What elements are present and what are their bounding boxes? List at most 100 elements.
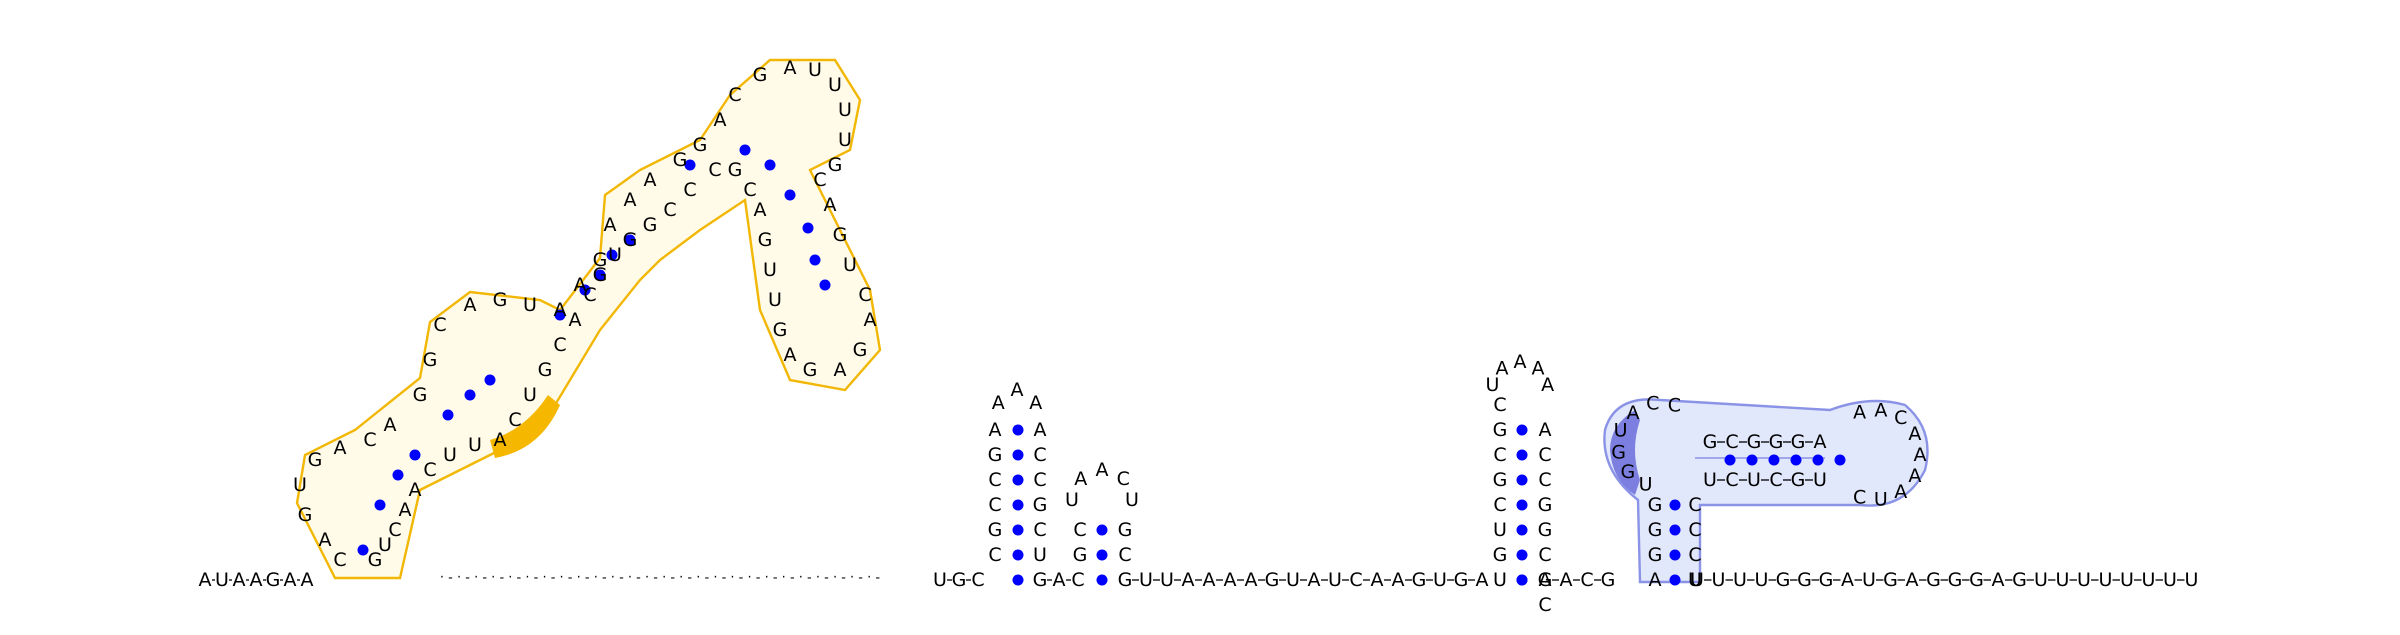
nucleotide-3prime-tail: G — [1926, 569, 1941, 591]
nucleotide-3prime-tail: G — [1819, 569, 1834, 591]
nucleotide-hairpin-4-loop: A — [1853, 402, 1866, 424]
nucleotide-hairpin-2-loop: U — [1125, 489, 1139, 511]
nucleotide-spacer-1: U — [1160, 569, 1174, 591]
nucleotide-hairpin-4-stem: G — [1648, 519, 1663, 541]
nucleotide-domain-1: G — [308, 449, 323, 471]
nucleotide-domain-1: G — [803, 359, 818, 381]
nucleotide-domain-1: A — [319, 529, 332, 551]
nucleotide-domain-1: A — [864, 309, 877, 331]
domain-1-outline — [295, 58, 882, 580]
base-pair-dot — [554, 309, 566, 321]
nucleotide-hairpin-4-inner: U — [1747, 469, 1761, 491]
nucleotide-domain-1: G — [538, 359, 553, 381]
base-pair-dot — [1516, 524, 1528, 536]
nucleotide-hairpin-3-stem: C — [1538, 469, 1551, 491]
nucleotide-hairpin-4-stem: C — [1688, 544, 1701, 566]
nucleotide-domain-1: A — [494, 429, 507, 451]
nucleotide-domain-1: C — [683, 179, 696, 201]
nucleotide-domain-1: U — [763, 259, 777, 281]
nucleotide-3prime-tail: G — [1883, 569, 1898, 591]
nucleotide-hairpin-1-stem: G — [1033, 494, 1048, 516]
nucleotide-hairpin-1-stem: C — [988, 494, 1001, 516]
nucleotide-hairpin-4-stem: C — [1688, 519, 1701, 541]
nucleotide-hairpin-1-stem: C — [1033, 444, 1046, 466]
nucleotide-hairpin-3-stem: G — [1493, 544, 1508, 566]
base-pair-dot — [1516, 549, 1528, 561]
base-pair-dot — [484, 374, 496, 386]
nucleotide-hairpin-2-stem: C — [1073, 519, 1086, 541]
nucleotide-domain-1: U — [443, 444, 457, 466]
nucleotide-3prime-tail: U — [2077, 569, 2091, 591]
nucleotide-hairpin-4-inner: U — [1703, 469, 1717, 491]
nucleotide-hairpin-3-stem: C — [1493, 494, 1506, 516]
base-pair-dot — [1012, 549, 1024, 561]
nucleotide-hairpin-4-loop: A — [1908, 465, 1921, 487]
nucleotide-hairpin-3-loop: U — [1485, 374, 1499, 396]
nucleotide-spacer-1: A — [1308, 569, 1321, 591]
base-pair-dot — [739, 144, 751, 156]
base-pair-dot — [392, 469, 404, 481]
nucleotide-spacer-2: G — [1601, 569, 1616, 591]
nucleotide-3prime-tail: A — [1906, 569, 1919, 591]
nucleotide-hairpin-2-stem: C — [1118, 544, 1131, 566]
nucleotide-hairpin-3-stem: G — [1538, 519, 1553, 541]
nucleotide-hairpin-4-stem: U — [1688, 569, 1702, 591]
nucleotide-domain-1: G — [758, 229, 773, 251]
base-pair-dot — [1516, 499, 1528, 511]
nucleotide-domain-1: C — [423, 459, 436, 481]
base-pair-dot — [1012, 449, 1024, 461]
nucleotide-hairpin-4-stem: A — [1649, 569, 1662, 591]
domain-highlight-layer — [295, 58, 1929, 584]
nucleotide-hairpin-1-stem: C — [988, 469, 1001, 491]
nucleotide-hairpin-3-stem: G — [1493, 419, 1508, 441]
nucleotide-3prime-tail: U — [2056, 569, 2070, 591]
nucleotide-hairpin-3-stem: C — [1493, 444, 1506, 466]
nucleotide-hairpin-3-stem: C — [1493, 394, 1506, 416]
nucleotide-hairpin-1-loop: A — [992, 392, 1005, 414]
nucleotide-hairpin-1-stem: U — [1033, 544, 1047, 566]
nucleotide-domain-1: A — [624, 189, 637, 211]
nucleotide-domain-1: A — [644, 169, 657, 191]
nucleotide-hairpin-3-stem: C — [1538, 544, 1551, 566]
nucleotide-hairpin-4-stem: G — [1648, 544, 1663, 566]
nucleotide-hairpin-4-loop: A — [1908, 423, 1921, 445]
nucleotide-3prime-tail: U — [1690, 569, 1704, 591]
nucleotide-hairpin-3-loop: A — [1531, 358, 1544, 380]
nucleotide-3prime-tail: G — [1969, 569, 1984, 591]
nucleotide-domain-1: A — [569, 309, 582, 331]
nucleotide-hairpin-4-inner: U — [1813, 469, 1827, 491]
nucleotide-domain-1: G — [728, 159, 743, 181]
base-pair-dot — [606, 249, 618, 261]
base-pair-dot — [464, 389, 476, 401]
nucleotide-domain-1: A — [824, 194, 837, 216]
nucleotide-hairpin-3-stem: G — [1493, 469, 1508, 491]
nucleotide-hairpin-4-bulge: C — [1646, 393, 1659, 415]
nucleotide-domain-1: A — [384, 414, 397, 436]
nucleotide-hairpin-4-loop: A — [1914, 444, 1927, 466]
dotted-backbone-span: · - · - · - · - · - · - · - · - · - · - … — [440, 571, 880, 586]
nucleotide-5prime: U — [215, 569, 229, 591]
base-pair-dot — [1768, 454, 1780, 466]
nucleotide-domain-1: C — [508, 409, 521, 431]
base-pair-dot — [1012, 574, 1024, 586]
nucleotide-3prime-tail: A — [1841, 569, 1854, 591]
base-pair-dot — [809, 254, 821, 266]
nucleotide-hairpin-4-inner: G — [1703, 431, 1718, 453]
nucleotide-domain-1: C — [743, 179, 756, 201]
nucleotide-spacer-1: A — [1203, 569, 1216, 591]
nucleotide-domain-1: A — [834, 359, 847, 381]
nucleotide-spacer-1: U — [1328, 569, 1342, 591]
nucleotide-hairpin-1: C — [971, 569, 984, 591]
nucleotide-hairpin-1-loop: A — [1011, 379, 1024, 401]
nucleotide-spacer-1: U — [1286, 569, 1300, 591]
nucleotide-spacer-1: U — [1433, 569, 1447, 591]
nucleotide-3prime-tail: U — [1712, 569, 1726, 591]
domain-1-highlight — [490, 395, 560, 458]
nucleotide-domain-1: A — [554, 299, 567, 321]
nucleotide-3prime-tail: U — [1862, 569, 1876, 591]
nucleotide-hairpin-4-bulge: A — [1627, 402, 1640, 424]
nucleotide-hairpin-3-stem: G — [1538, 569, 1553, 591]
nucleotide-spacer-1: G — [1412, 569, 1427, 591]
nucleotide-hairpin-4-inner: G — [1769, 431, 1784, 453]
